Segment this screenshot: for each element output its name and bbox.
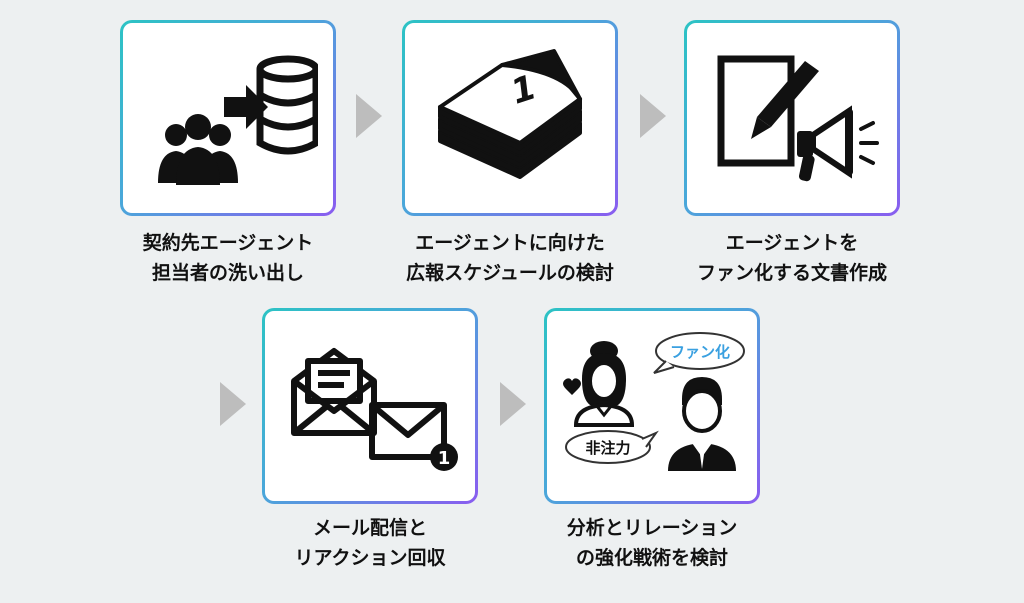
flow-arrow <box>500 382 526 426</box>
step-5-card: ファン化 非注力 <box>544 308 760 504</box>
flow-arrow <box>640 94 666 138</box>
step-3-caption: エージェントを ファン化する文書作成 <box>696 232 887 284</box>
step-2-card: 1 <box>402 20 618 216</box>
people-database-icon <box>158 55 318 185</box>
step-1-caption: 契約先エージェント 担当者の洗い出し <box>142 232 314 284</box>
bubble-fan-text: ファン化 <box>670 343 730 361</box>
flow-arrow <box>220 382 246 426</box>
step-3-card <box>684 20 900 216</box>
calendar-icon: 1 <box>438 49 582 179</box>
step-2-caption: エージェントに向けた 広報スケジュールの検討 <box>406 232 614 284</box>
relationship-icon: ファン化 非注力 <box>563 332 745 471</box>
mail-icon: 1 <box>291 348 458 471</box>
step-4-caption: メール配信と リアクション回収 <box>294 517 446 569</box>
document-megaphone-icon <box>717 55 879 182</box>
step-5-caption: 分析とリレーション の強化戦術を検討 <box>566 517 738 569</box>
step-1-card <box>120 20 336 216</box>
flow-arrow <box>356 94 382 138</box>
step-4-card: 1 <box>262 308 478 504</box>
bubble-non-attention-text: 非注力 <box>585 439 630 457</box>
mail-badge-count: 1 <box>438 448 451 469</box>
